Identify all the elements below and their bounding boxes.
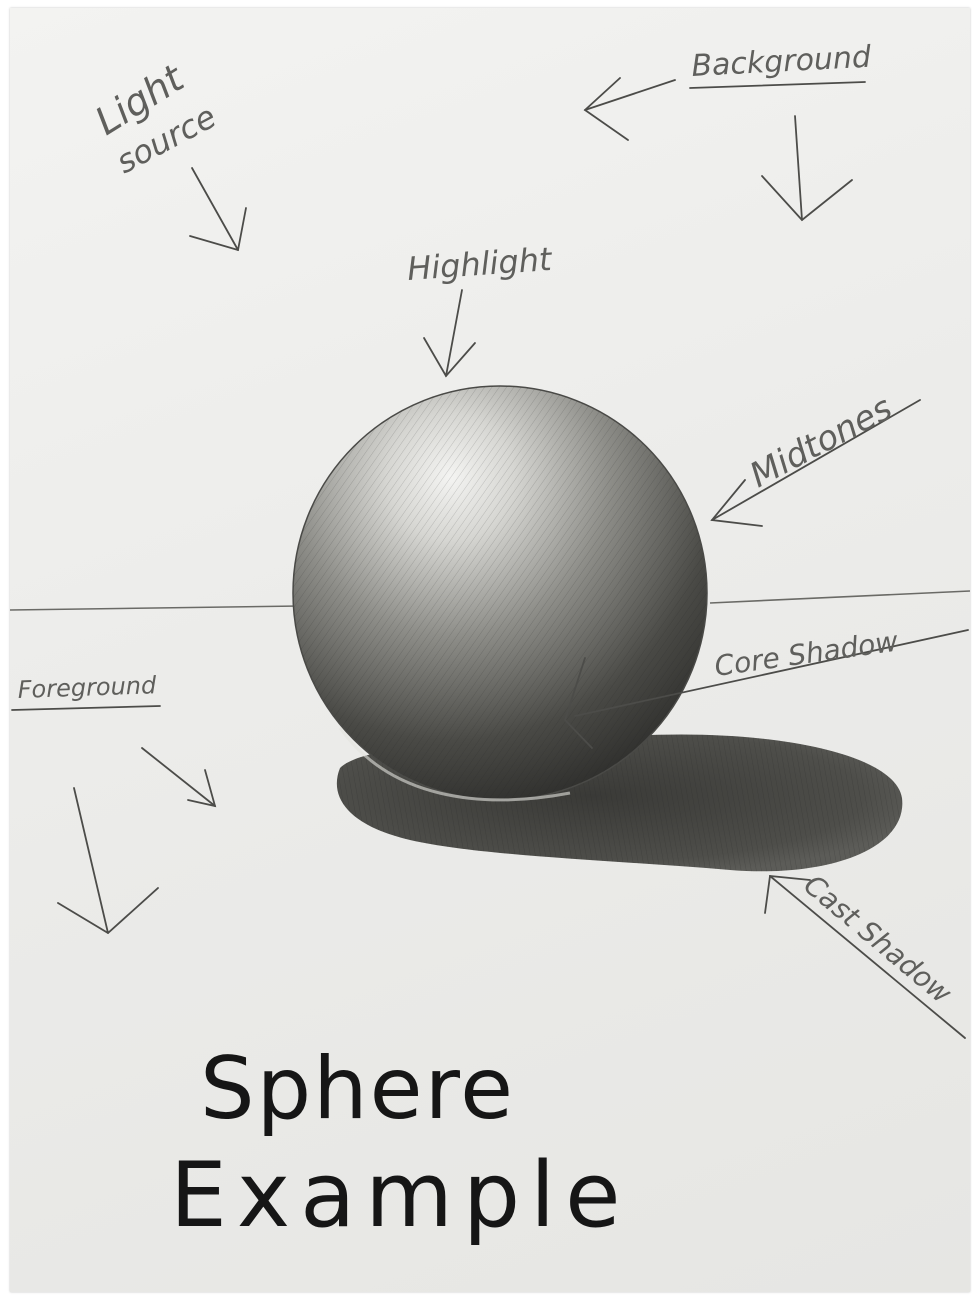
drawing-paper: Light source Background Highlight Midton…: [10, 8, 970, 1292]
cast-shadow-arrow: [765, 876, 965, 1038]
background-label: Background: [691, 40, 873, 84]
midtones-label: Midtones: [743, 388, 898, 496]
foreground-arrow-down: [58, 788, 158, 933]
background-arrow-down: [762, 116, 852, 220]
core-shadow-label: Core Shadow: [712, 625, 900, 683]
highlight-arrow: [424, 290, 475, 376]
foreground-arrow-right: [142, 748, 215, 806]
foreground-label: Foreground: [17, 671, 157, 704]
sphere-drawing: [293, 386, 707, 800]
title-line2: Example: [170, 1143, 630, 1248]
background-underline: [690, 82, 865, 88]
highlight-label: Highlight: [406, 240, 554, 288]
foreground-underline: [12, 706, 160, 710]
title-line1: Sphere: [200, 1039, 515, 1139]
drawing-canvas: Light source Background Highlight Midton…: [10, 8, 970, 1292]
cast-shadow-label: Cast Shadow: [798, 868, 958, 1010]
light-source-arrow: [190, 168, 246, 250]
background-arrow-left: [585, 78, 675, 140]
